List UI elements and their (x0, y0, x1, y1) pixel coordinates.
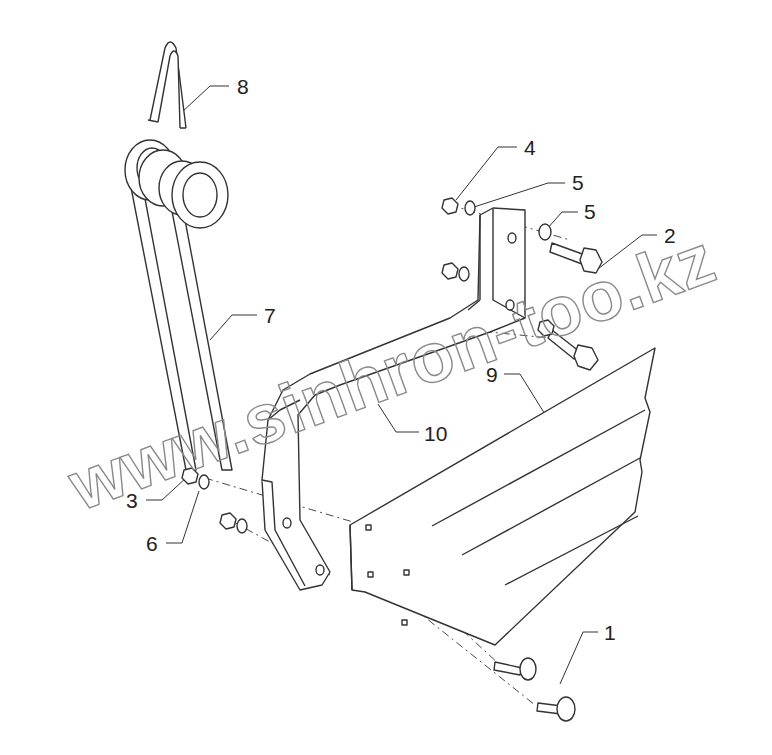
callout-number: 7 (263, 305, 277, 326)
callout-number: 5 (583, 201, 597, 222)
callout-number: 4 (523, 137, 537, 158)
carriage-bolts (494, 658, 575, 721)
spring-clip (148, 42, 186, 128)
callout-number: 10 (423, 423, 448, 444)
callout-number: 8 (236, 76, 250, 97)
callout-number: 1 (603, 622, 617, 643)
callout-number: 6 (145, 533, 159, 554)
callout-number: 5 (571, 172, 585, 193)
